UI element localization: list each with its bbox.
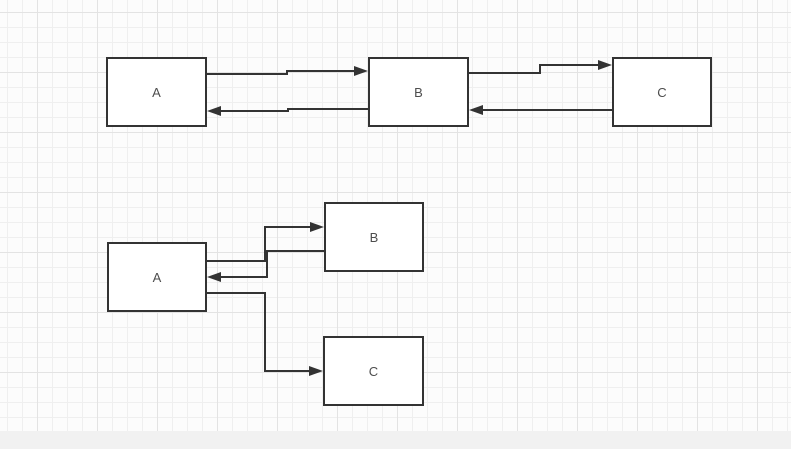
diagram-canvas[interactable]: A B C A B C (0, 0, 791, 431)
edge-top-b-to-c[interactable] (469, 60, 612, 74)
node-label: A (152, 84, 161, 100)
arrowhead-left-icon (207, 272, 221, 282)
node-box-b-top[interactable]: B (368, 57, 469, 127)
arrowhead-right-icon (309, 366, 323, 376)
edge-bottom-b-to-a[interactable] (207, 250, 324, 282)
node-box-a-top[interactable]: A (106, 57, 207, 127)
arrowhead-left-icon (207, 106, 221, 116)
edge-bottom-a-to-b[interactable] (207, 222, 324, 262)
node-label: B (414, 84, 423, 100)
arrowhead-right-icon (354, 66, 368, 76)
edge-bottom-a-to-c[interactable] (207, 292, 323, 376)
arrowhead-left-icon (469, 105, 483, 115)
arrowhead-right-icon (310, 222, 324, 232)
node-box-c-top[interactable]: C (612, 57, 712, 127)
node-box-a-bottom[interactable]: A (107, 242, 207, 312)
node-label: A (152, 269, 162, 285)
node-box-c-bottom[interactable]: C (323, 336, 424, 406)
arrowhead-right-icon (598, 60, 612, 70)
status-bar (0, 431, 791, 449)
edge-top-c-to-b[interactable] (469, 105, 612, 115)
node-box-b-bottom[interactable]: B (324, 202, 424, 272)
node-label: C (368, 363, 379, 379)
node-label: C (657, 84, 667, 100)
edge-top-a-to-b[interactable] (207, 66, 368, 76)
node-label: B (369, 229, 379, 245)
